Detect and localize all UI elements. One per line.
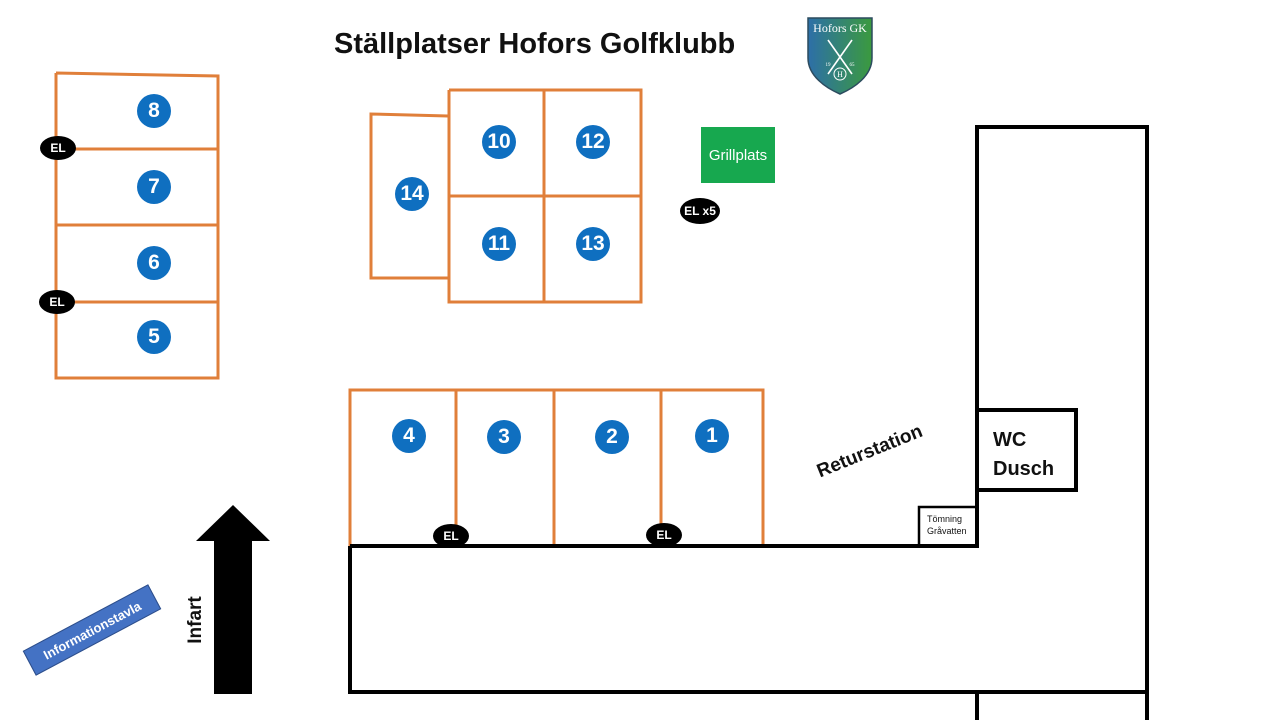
tomning-label: Tömning Gråvatten (927, 513, 967, 537)
page-title: Ställplatser Hofors Golfklubb (334, 28, 736, 60)
spot-14-badge: 14 (395, 177, 429, 211)
logo-text: Hofors GK (813, 21, 867, 35)
infart-label: Infart (185, 596, 206, 644)
infart-arrow-icon (196, 505, 270, 694)
spot-6-badge: 6 (137, 246, 171, 280)
spot-11-badge: 11 (482, 227, 516, 261)
el-power-badge: EL (40, 136, 76, 160)
spot-4-badge: 4 (392, 419, 426, 453)
gravatten-text: Gråvatten (927, 526, 967, 536)
el-power-badge: EL (39, 290, 75, 314)
spot-3-badge: 3 (487, 420, 521, 454)
tomning-text: Tömning (927, 514, 963, 524)
dusch-label: Dusch (993, 458, 1055, 480)
spot-12-badge: 12 (576, 125, 610, 159)
spot-8-badge: 8 (137, 94, 171, 128)
spot-10-badge: 10 (482, 125, 516, 159)
tomning-box (917, 505, 977, 546)
spot-5-badge: 5 (137, 320, 171, 354)
logo-year-right: 65 (850, 63, 856, 68)
logo-center-letter: H (837, 70, 843, 79)
el-power-badge: EL (433, 524, 469, 548)
el-power-badge: EL (646, 523, 682, 547)
spot-7-badge: 7 (137, 170, 171, 204)
wc-dusch-label: WC Dusch (993, 426, 1054, 484)
grillplats-area: Grillplats (701, 127, 775, 183)
building-outlines (348, 125, 1149, 720)
el-x5-power-badge: EL x5 (680, 198, 720, 224)
logo-year-left: 19 (826, 63, 832, 68)
golf-club-icon-right (827, 39, 853, 75)
wc-label: WC (993, 429, 1027, 451)
hofors-gk-logo: Hofors GK 19 65 H (807, 17, 873, 95)
spot-2-badge: 2 (595, 420, 629, 454)
logo-center-circle (833, 67, 847, 81)
spot-outlines (54, 71, 765, 546)
spot-1-badge: 1 (695, 419, 729, 453)
spot-13-badge: 13 (576, 227, 610, 261)
